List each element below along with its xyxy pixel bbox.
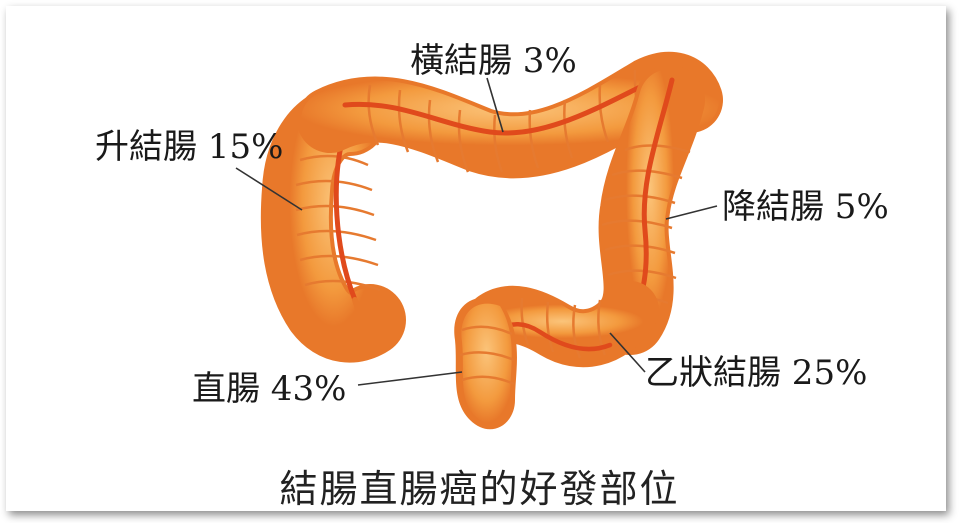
ascending-colon [296,120,380,355]
label-rectum: 直腸 43% [192,372,346,406]
label-ascending-colon: 升結腸 15% [95,130,283,164]
label-transverse-colon: 橫結腸 3% [410,44,577,78]
label-sigmoid-colon: 乙狀結腸 25% [645,356,867,390]
leader-rectum [358,372,462,385]
rectum [454,297,517,429]
leader-descending [666,206,717,219]
figure-caption: 結腸直腸癌的好發部位 [0,458,959,513]
label-descending-colon: 降結腸 5% [722,190,889,224]
